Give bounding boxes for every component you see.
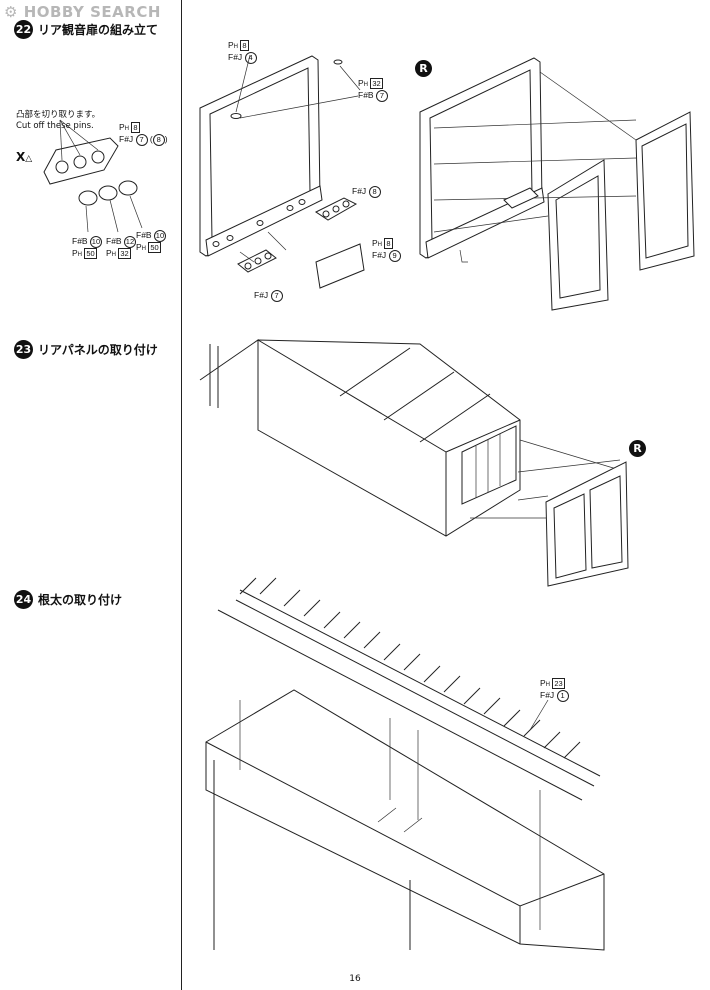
label-4-p: P <box>372 238 378 248</box>
watermark: ⚙ HOBBY SEARCH <box>4 3 161 21</box>
label-1-box: 8 <box>240 40 249 51</box>
label-10-sub: H <box>545 682 551 688</box>
cut-pins-note-en: Cut off these pins. <box>16 121 94 131</box>
label-3-circ: 8 <box>368 186 381 198</box>
label-8-p: P <box>72 248 78 258</box>
step-23-number: 23 <box>14 340 33 359</box>
rear-door-assembly-drawing <box>419 57 695 311</box>
part-label-9: F#B 12 PH 32 <box>106 236 136 260</box>
cut-mark: X△ <box>16 150 32 164</box>
column-divider <box>181 0 182 990</box>
label-7-box: 50 <box>148 242 161 253</box>
floor-crossmember-drawing <box>205 577 605 951</box>
label-1-circ: 4 <box>244 52 257 64</box>
label-10-circ: 1 <box>556 690 569 702</box>
step-22-text: リア観音扉の組み立て <box>38 23 159 37</box>
watermark-text: HOBBY SEARCH <box>23 3 161 21</box>
label-6-box: 8 <box>131 122 140 133</box>
label-7-p: P <box>136 242 142 252</box>
door-frame-drawing <box>199 54 365 289</box>
part-label-5: F#J 7 <box>254 290 283 302</box>
label-2-box: 32 <box>370 78 383 89</box>
label-6-code: F#J <box>119 134 134 144</box>
label-10-code: F#J <box>540 690 555 700</box>
label-6-circ-1: 7 <box>135 134 148 146</box>
cut-mark-x: X <box>16 150 26 164</box>
label-3-code: F#J <box>352 186 367 196</box>
label-2-code: F#B <box>358 90 374 100</box>
page-number: 16 <box>349 974 361 984</box>
step-23-title: 23 リアパネルの取り付け <box>14 340 158 359</box>
step-22-number: 22 <box>14 20 33 39</box>
label-2-sub: H <box>363 82 369 88</box>
label-8-sub: H <box>77 252 83 258</box>
label-4-box: 8 <box>384 238 393 249</box>
label-1-code: F#J <box>228 52 243 62</box>
pin-part-drawing <box>43 119 143 233</box>
r-marker-mid: R <box>629 440 646 457</box>
label-10-box: 23 <box>552 678 565 689</box>
cut-pins-note-jp: 凸部を切り取ります。 <box>16 110 101 120</box>
label-7-sub: H <box>141 246 147 252</box>
part-label-1: PH 8 F#J 4 <box>228 40 257 64</box>
label-9-p: P <box>106 248 112 258</box>
step-23-text: リアパネルの取り付け <box>38 343 158 357</box>
label-6-p: P <box>119 122 125 132</box>
label-6-sub: H <box>124 126 130 132</box>
label-2-circ: 7 <box>375 90 388 102</box>
step-24-title: 24 根太の取り付け <box>14 590 122 609</box>
label-10-p: P <box>540 678 546 688</box>
label-8-box: 50 <box>84 248 97 259</box>
label-4-circ: 9 <box>388 250 401 262</box>
label-5-circ: 7 <box>270 290 283 302</box>
part-label-2: PH 32 F#B 7 <box>358 78 388 102</box>
part-label-7: F#B 10 PH 50 <box>136 230 166 254</box>
warning-triangle-icon: △ <box>25 154 33 164</box>
label-9-sub: H <box>111 252 117 258</box>
label-4-sub: H <box>377 242 383 248</box>
cut-pins-note: 凸部を切り取ります。 Cut off these pins. <box>16 110 100 132</box>
label-4-code: F#J <box>372 250 387 260</box>
label-1-p: P <box>228 40 234 50</box>
part-label-4: PH 8 F#J 9 <box>372 238 401 262</box>
r-marker-top: R <box>415 60 432 77</box>
label-5-code: F#J <box>254 290 269 300</box>
label-8-code: F#B <box>72 236 88 246</box>
step-22-title: 22 リア観音扉の組み立て <box>14 20 158 39</box>
label-1-sub: H <box>233 44 239 50</box>
label-2-p: P <box>358 78 364 88</box>
step-24-text: 根太の取り付け <box>38 593 123 607</box>
part-label-3: F#J 8 <box>352 186 381 198</box>
label-9-box: 32 <box>118 248 131 259</box>
part-label-8: F#B 10 PH 50 <box>72 236 102 260</box>
part-label-10: PH 23 F#J 1 <box>540 678 569 702</box>
container-body-drawing <box>199 339 629 587</box>
step-24-number: 24 <box>14 590 33 609</box>
label-7-code: F#B <box>136 230 152 240</box>
label-6-circ-2: 8 <box>152 134 165 146</box>
label-9-code: F#B <box>106 236 122 246</box>
part-label-6: PH 8 F#J 7 (8) <box>119 122 168 146</box>
gear-icon: ⚙ <box>4 3 18 21</box>
